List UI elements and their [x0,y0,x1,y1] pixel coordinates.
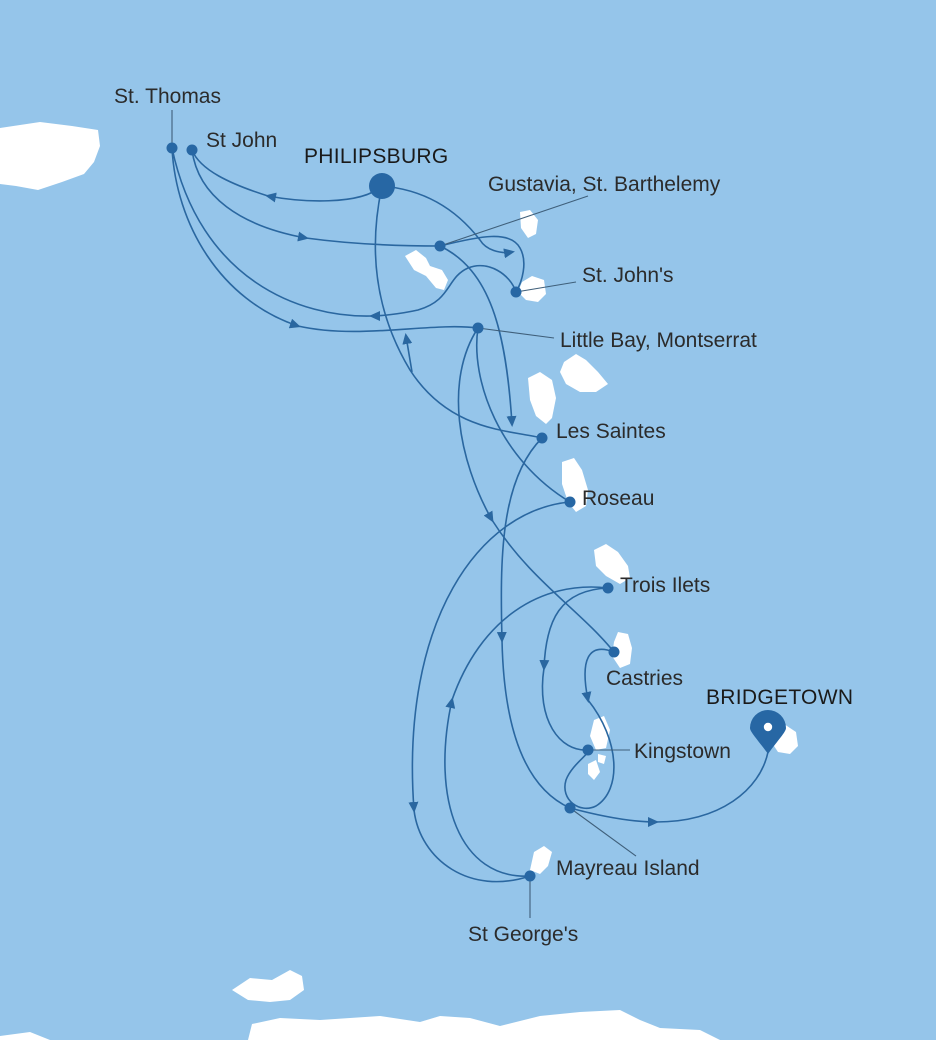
island-grenada [530,846,552,874]
route-trois-ilets-loop [539,587,609,671]
route-st-john-to-gustavia [191,149,309,242]
port-dot-st-johns[interactable] [510,286,522,298]
port-labels: St. Thomas St John PHILIPSBURG Gustavia,… [114,85,853,946]
island-puerto-rico [0,122,100,190]
route-st-johns-loop-west [369,264,517,321]
port-dot-st-thomas[interactable] [166,142,178,154]
label-les-saintes: Les Saintes [556,420,666,443]
label-castries: Castries [606,667,683,690]
route-to-kingstown [541,667,589,751]
route-gustavia-to-roseau [439,245,517,427]
label-kingstown: Kingstown [634,740,731,763]
route-little-bay-south-loop [457,327,494,523]
route-gustavia-arrival [305,237,441,247]
label-little-bay: Little Bay, Montserrat [560,329,757,352]
port-dot-trois-ilets[interactable] [602,582,614,594]
port-dot-gustavia[interactable] [434,240,446,252]
island-st-vincent [590,716,610,750]
port-dot-little-bay[interactable] [472,322,484,334]
route-to-castries [491,519,615,653]
route-st-georges-north [444,697,531,877]
port-dot-large-icon[interactable] [369,173,395,199]
label-philipsburg: PHILIPSBURG [304,145,449,168]
map-pin-icon[interactable] [750,710,786,754]
route-philipsburg-east [381,185,515,259]
route-little-bay-arrival [297,325,479,333]
label-st-georges: St George's [468,923,578,946]
route-philipsburg-south-to-les-saintes [374,185,543,439]
island-martinique [594,544,630,584]
island-st-lucia [612,632,632,668]
route-final-to-bridgetown [655,751,769,823]
port-dot-castries[interactable] [608,646,620,658]
island-tobago [232,970,304,1002]
port-markers [166,142,786,882]
island-guadeloupe-east [560,354,608,392]
label-bridgetown: BRIDGETOWN [706,686,853,709]
island-st-kitts [405,250,448,290]
route-st-john-west [191,149,269,197]
route-st-thomas-to-little-bay [171,147,301,329]
label-st-john: St John [206,129,277,152]
label-trois-ilets: Trois Ilets [620,574,710,597]
route-west-to-st-georges [413,809,531,883]
port-dot-kingstown[interactable] [582,744,594,756]
port-dot-st-john[interactable] [186,144,198,156]
route-les-saintes-to-mayreau [496,437,543,643]
port-dot-roseau[interactable] [564,496,576,508]
route-roseau-to-st-georges-west [408,501,571,813]
port-dot-st-georges[interactable] [524,870,536,882]
label-roseau: Roseau [582,487,654,510]
route-arrow-north-philipsburg [402,333,413,373]
label-st-thomas: St. Thomas [114,85,221,108]
route-mayreau-to-bridgetown [569,807,659,827]
route-castries-to-mayreau [564,699,615,809]
island-trinidad [248,1010,720,1040]
leader-gustavia [439,195,589,247]
route-loop-to-st-thomas [171,147,373,317]
island-guadeloupe-west [528,372,556,424]
cruise-routes [171,147,769,883]
route-west-to-mayreau [501,639,571,809]
label-gustavia: Gustavia, St. Barthelemy [488,173,721,196]
route-little-bay-to-roseau [476,327,571,503]
leader-mayreau [569,807,637,857]
label-mayreau: Mayreau Island [556,857,700,880]
route-castries-loop [581,648,615,703]
islands [0,122,798,1040]
leader-st-johns [515,281,577,293]
route-north-to-trois-ilets [451,586,609,701]
leader-little-bay [477,327,555,339]
island-venezuela-coast [0,1032,50,1040]
port-dot-les-saintes[interactable] [536,432,548,444]
label-st-johns: St. John's [582,264,674,287]
port-dot-mayreau[interactable] [564,802,576,814]
leader-lines [171,110,637,918]
island-grenadines [588,760,600,780]
island-bequia [598,754,606,764]
route-gustavia-to-st-johns [439,235,525,293]
